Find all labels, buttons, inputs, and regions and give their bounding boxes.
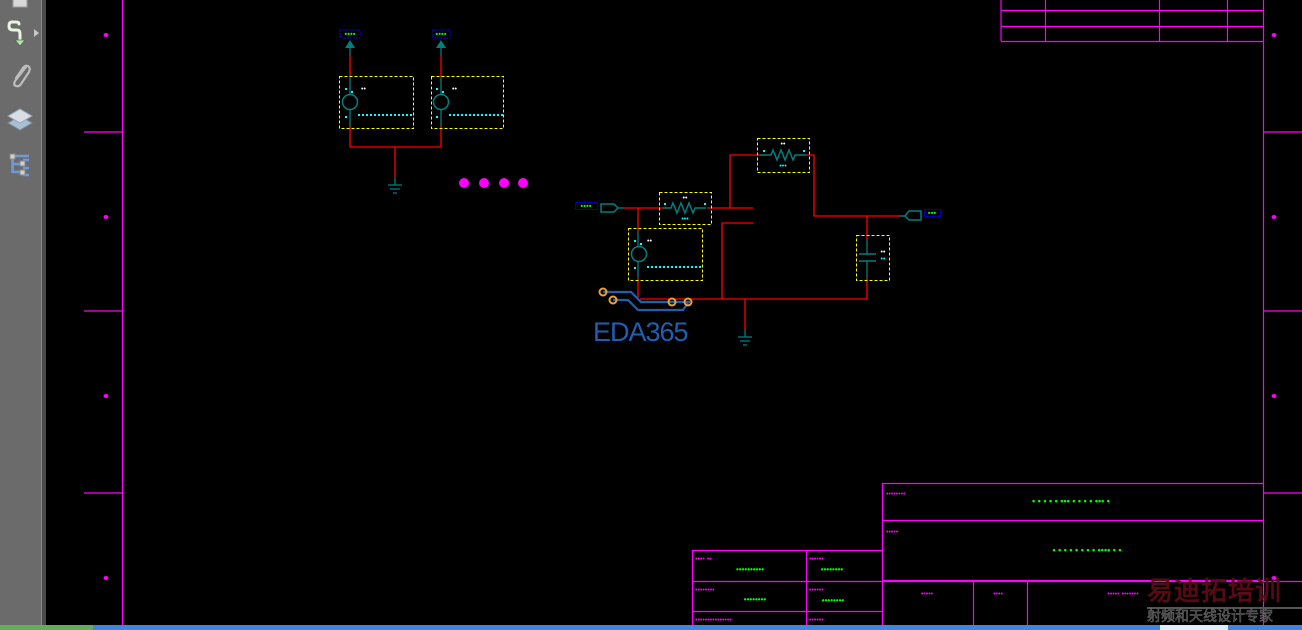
page-icon[interactable] [4,0,36,14]
ground-symbol [738,330,752,346]
wire [721,222,753,299]
title-header-2: ••••• [886,529,899,536]
svg-text:••••: •••• [435,30,446,39]
title-cell: •••• [993,591,1003,598]
zone-marker [1271,394,1277,398]
title-cell: •••••• [809,587,824,594]
attachment-icon[interactable] [4,60,36,92]
start-button[interactable] [0,625,93,630]
svg-text:••••: •••• [344,30,355,39]
title-cell: •••••••• [744,595,767,604]
wires [349,56,904,330]
port-p2[interactable]: •••• [432,29,451,57]
title-cell: ••••• [1238,591,1251,598]
hierarchy-icon[interactable] [4,148,36,180]
wire [640,278,868,300]
zone-marker [103,215,109,219]
title-cell: ••••• ••••••• [1107,591,1139,598]
port-p1[interactable]: •••• [339,29,361,57]
svg-text:••: •• [361,86,366,93]
svg-text:•••: ••• [681,216,689,223]
title-cell: ••••• [921,591,934,598]
wire [729,154,760,208]
port-output[interactable]: ••• [899,209,941,221]
layers-icon[interactable] [4,104,36,136]
sheet-border [84,0,1302,625]
port-input[interactable]: •••• [575,202,625,213]
svg-text:•••: ••• [779,163,787,170]
left-toolbar [0,0,42,625]
zone-marker [103,576,109,580]
title-cell: ••••••••••••••• [695,617,732,624]
ground-symbol [388,178,402,194]
title-block: •••••••• • • • • • ••• • • • • ••• • •••… [691,482,1302,625]
wire [806,154,904,217]
zone-marker [1271,576,1277,580]
title-header-1: •••••••• [886,491,906,498]
title-cell: •••••••• [695,587,715,594]
toolbar-splitter[interactable] [42,0,46,625]
title-value-2: • • • • • • • • •••• • • [1052,545,1121,555]
zone-marker [103,33,109,37]
svg-text:••: •• [683,195,688,202]
voltage-source-v3[interactable]: •• [628,228,704,281]
zone-markers [103,33,1277,580]
eda365-logo-text: EDA365 [593,317,688,347]
title-value-1: • • • • • ••• • • • • ••• • [1032,496,1110,506]
zone-marker [1271,33,1277,37]
eda365-logo: EDA365 [593,287,693,347]
schematic-canvas[interactable]: •••• •••• •• •• [46,0,1302,625]
svg-text:••: •• [881,256,886,263]
resistor-r1[interactable]: •• ••• [659,192,712,225]
flyout-arrow-icon[interactable] [34,29,39,37]
resistor-r2[interactable]: •• ••• [757,138,810,173]
svg-text:••: •• [452,86,457,93]
taskbar-item[interactable] [1160,625,1228,630]
title-cell: •••••••• [822,596,845,605]
title-cell: •••••••••• [736,565,764,574]
zone-marker [1271,215,1277,219]
svg-text:••: •• [881,249,886,256]
svg-text:••: •• [781,141,786,148]
title-cell: •••••••• [821,565,844,574]
svg-text:•••: ••• [928,209,937,218]
trace-route-icon[interactable] [4,18,36,50]
zone-marker [103,394,109,398]
taskbar [0,625,1302,630]
voltage-source-v2[interactable]: •• [431,76,505,129]
title-cell: •••••• [809,556,824,563]
revision-table [1000,0,1263,43]
voltage-source-v1[interactable]: •• [339,76,414,129]
ellipsis-marker [459,178,528,188]
title-cell: •••••• [809,617,824,624]
capacitor-c1[interactable]: •• •• [856,235,890,281]
svg-text:••••: •••• [580,202,591,211]
svg-text:••: •• [647,238,652,245]
title-cell: •••• •• [695,556,712,563]
